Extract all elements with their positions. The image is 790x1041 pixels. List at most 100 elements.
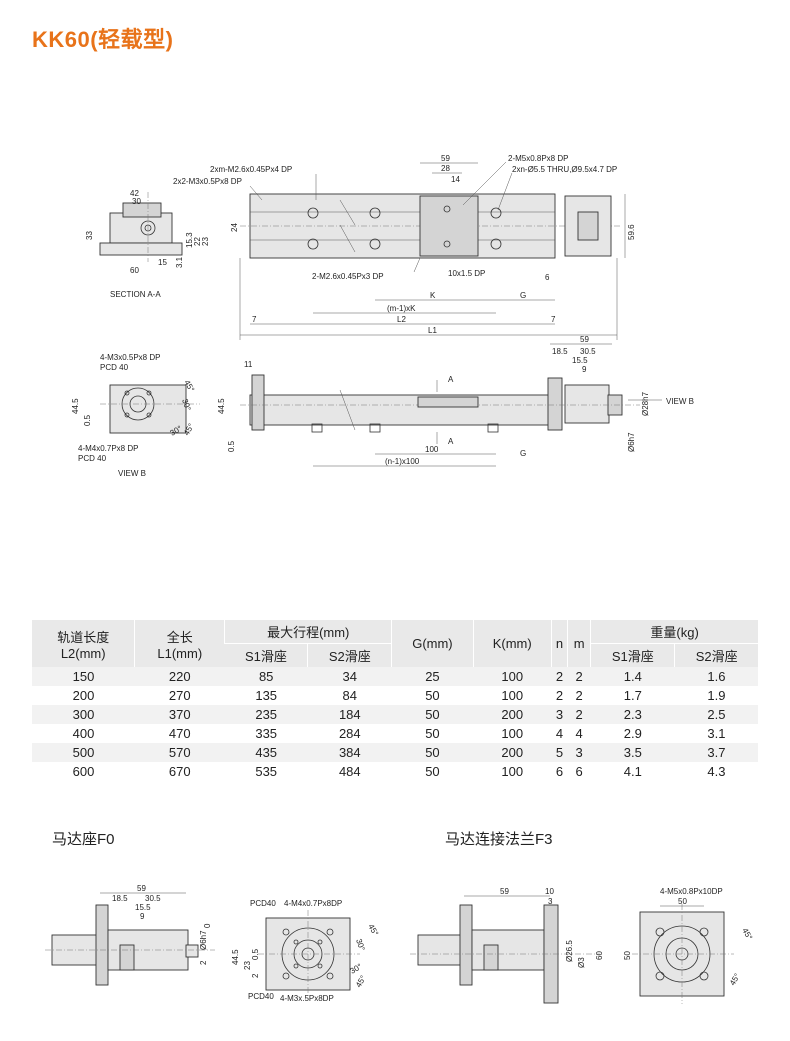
cell: 670 xyxy=(134,762,225,781)
dim-59: 59 xyxy=(441,154,450,163)
cell: 570 xyxy=(134,743,225,762)
header-max-stroke: 最大行程(mm) xyxy=(224,620,392,644)
cell: 535 xyxy=(224,762,308,781)
cell: 600 xyxy=(32,762,135,781)
dim-59b: 59 xyxy=(580,335,589,344)
header-stroke-s2: S2滑座 xyxy=(307,643,392,667)
dim-28h7: Ø28h7 xyxy=(641,391,650,416)
header-stroke-s1: S1滑座 xyxy=(224,643,308,667)
cell: 200 xyxy=(473,705,552,724)
cell: 1.9 xyxy=(674,686,758,705)
cell: 2 xyxy=(551,686,568,705)
f0-angle-45b: 45° xyxy=(354,974,368,989)
cell: 200 xyxy=(473,743,552,762)
f3-dim-26-5: Ø26.5 xyxy=(565,940,574,962)
cell: 1.6 xyxy=(674,667,758,686)
dim-k: K xyxy=(430,291,436,300)
f0-dim-15-5: 15.5 xyxy=(135,903,151,912)
f3-dim-50: 50 xyxy=(678,897,687,906)
dim-0-5b: 0.5 xyxy=(227,440,236,452)
f3-dim-50b: 50 xyxy=(623,951,632,960)
cell: 4 xyxy=(567,724,591,743)
callout-pcd2: PCD 40 xyxy=(78,454,107,463)
f0-dim-44-5: 44.5 xyxy=(231,949,240,965)
cell: 50 xyxy=(391,686,474,705)
f0-callout-pcd2: PCD40 xyxy=(248,992,274,1001)
cell: 100 xyxy=(473,762,552,781)
cell: 100 xyxy=(473,686,552,705)
f0-dim-2: 2 xyxy=(199,960,208,965)
dim-15: 15 xyxy=(158,258,167,267)
dim-60: 60 xyxy=(130,266,139,275)
cell: 6 xyxy=(567,762,591,781)
dim-6: 6 xyxy=(545,273,550,282)
cell: 6 xyxy=(551,762,568,781)
callout-m5: 2-M5x0.8Px8 DP xyxy=(508,154,568,163)
dim-11: 11 xyxy=(244,360,253,369)
cell: 435 xyxy=(224,743,308,762)
header-weight: 重量(kg) xyxy=(590,620,758,644)
f3-dim-3b: Ø3 xyxy=(577,957,586,968)
f0-callout-m3: 4-M3x.5Px8DP xyxy=(280,994,334,1003)
cell: 2 xyxy=(567,686,591,705)
dim-m1k: (m-1)xK xyxy=(387,304,416,313)
cell: 1.7 xyxy=(590,686,675,705)
marker-a-bottom: A xyxy=(448,437,454,446)
cell: 3.5 xyxy=(590,743,675,762)
header-weight-s1: S1滑座 xyxy=(590,643,675,667)
dim-44-5b: 44.5 xyxy=(217,398,226,414)
cell: 135 xyxy=(224,686,308,705)
callout-pcd1: PCD 40 xyxy=(100,363,129,372)
motor-f0-side: 59 18.5 30.5 15.5 9 0 Ø6h7 2 xyxy=(45,884,215,986)
header-total-length: 全长 L1(mm) xyxy=(134,620,225,667)
cell: 500 xyxy=(32,743,135,762)
cell: 2 xyxy=(567,667,591,686)
side-view: A A 11 44.5 0.5 59 18.5 30.5 15.5 9 Ø28h… xyxy=(217,335,694,467)
header-rail-length-text: 轨道长度 xyxy=(57,629,110,645)
cell: 200 xyxy=(32,686,135,705)
section-a-a: 42 30 33 15 60 3.1 15.3 22 23 SECTION A-… xyxy=(85,189,210,299)
cell: 484 xyxy=(307,762,392,781)
view-b: 4-M3x0.5Px8 DP PCD 40 4-M4x0.7Px8 DP PCD… xyxy=(71,353,200,478)
f0-angle-45: 45° xyxy=(366,923,380,938)
cell: 284 xyxy=(307,724,392,743)
cell: 3 xyxy=(551,705,568,724)
dim-7a: 7 xyxy=(252,315,257,324)
f3-angle-45b: 45° xyxy=(728,972,742,987)
cell: 4.3 xyxy=(674,762,758,781)
cell: 235 xyxy=(224,705,308,724)
dim-33: 33 xyxy=(85,231,94,240)
main-drawing: 42 30 33 15 60 3.1 15.3 22 23 SECTION A-… xyxy=(71,154,694,478)
cell: 50 xyxy=(391,705,474,724)
dim-14: 14 xyxy=(451,175,460,184)
header-n: n xyxy=(550,620,568,667)
view-b-arrow: VIEW B xyxy=(666,397,694,406)
cell: 184 xyxy=(307,705,392,724)
f0-dim-18-5: 18.5 xyxy=(112,894,128,903)
cell: 370 xyxy=(134,705,225,724)
header-total-length-text: 全长 xyxy=(166,629,193,645)
f0-callout-pcd: PCD40 xyxy=(250,899,276,908)
f3-dim-60: 60 xyxy=(595,951,604,960)
header-m: m xyxy=(567,620,591,667)
spec-table: 轨道长度 L2(mm) 全长 L1(mm) 最大行程(mm) G(mm) K(m… xyxy=(32,620,758,781)
marker-a-top: A xyxy=(448,375,454,384)
motor-f0-title: 马达座F0 xyxy=(52,831,115,848)
cell: 2 xyxy=(567,705,591,724)
header-rail-length: 轨道长度 L2(mm) xyxy=(32,620,135,667)
f0-dim-0: 0 xyxy=(203,923,212,928)
callout-m4pcd: 4-M4x0.7Px8 DP xyxy=(78,444,138,453)
f0-dim-6h7: Ø6h7 xyxy=(199,930,208,950)
cell: 1.4 xyxy=(590,667,675,686)
f3-angle-45: 45° xyxy=(740,927,754,942)
dim-g2: G xyxy=(520,449,526,458)
f0-dim-23: 23 xyxy=(243,961,252,970)
cell: 50 xyxy=(391,724,474,743)
cell: 4.1 xyxy=(590,762,675,781)
dim-9: 9 xyxy=(582,365,587,374)
dim-59-6: 59.6 xyxy=(627,224,636,240)
cell: 5 xyxy=(551,743,568,762)
